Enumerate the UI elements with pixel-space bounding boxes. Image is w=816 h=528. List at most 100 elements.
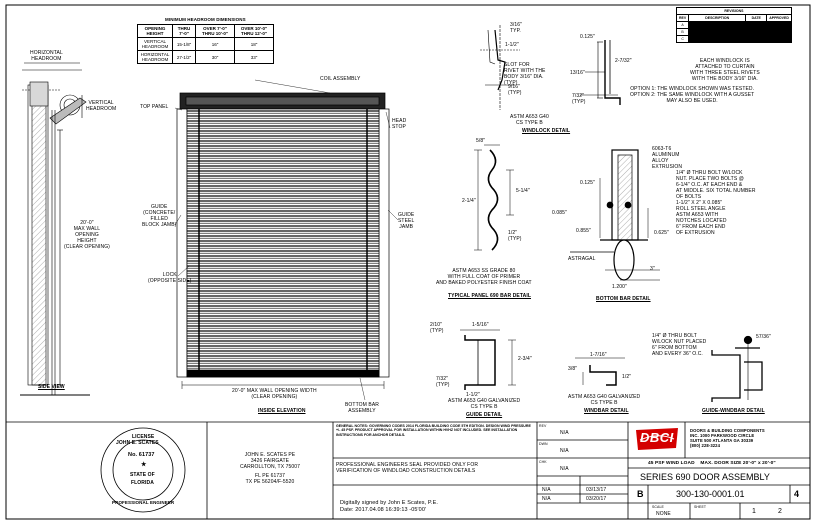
guide-windbar-figure xyxy=(711,335,763,402)
seal-star: ★ xyxy=(141,462,147,468)
revisions-head: DATE xyxy=(745,14,768,22)
bottom-bar-aluminum: 6063-T6 ALUMINUM ALLOY EXTRUSION xyxy=(652,146,683,170)
seal-note: PROFESSIONAL ENGINEERS SEAL PROVIDED ONL… xyxy=(336,462,479,474)
seal-bottom-text: PROFESSIONAL ENGINEER xyxy=(112,500,175,505)
sheet-label: SHEET xyxy=(694,505,707,509)
elevation-figure xyxy=(174,79,399,401)
panel-dim: 5/8" xyxy=(476,138,486,144)
guide-dim: 7/32" (TYP) xyxy=(436,376,450,388)
guide-dim: 2-3/4" xyxy=(518,356,532,362)
scale-label: SCALE xyxy=(652,505,664,509)
drawing-number: 300-130-0001.01 xyxy=(676,489,745,499)
headroom-table-col: THRU 7'-0" xyxy=(172,24,196,38)
bottom-bar-dim: 0.125" xyxy=(580,180,595,186)
dbci-logo-text: DBCI xyxy=(640,430,674,445)
sheet-value: 1 xyxy=(752,508,756,515)
bottom-bar-dim: 1.200" xyxy=(612,284,627,290)
guide-windbar-dim: 57/36" xyxy=(756,334,771,340)
dbci-logo: DBCI xyxy=(634,426,680,452)
windlock-dim: 7/32" (TYP) xyxy=(572,93,586,105)
guide-windbar-caption: GUIDE-WINDBAR DETAIL xyxy=(702,408,765,414)
windbar-caption: WINDBAR DETAIL xyxy=(584,408,629,414)
guide-right-label: GUIDE STEEL JAMB xyxy=(398,212,415,230)
tb-row-value: N/A xyxy=(542,487,551,493)
engineer-line: 3426 FAIRGATE xyxy=(250,458,290,464)
bottom-bar-dim: 3" xyxy=(650,266,655,272)
headroom-table-title: MINIMUM HEADROOM DIMENSIONS xyxy=(165,17,246,22)
windlock-dim: 1-1/2" xyxy=(505,42,519,48)
guide-dim: 1-5/16" xyxy=(472,322,489,328)
width-label: 20'-0" MAX WALL OPENING WIDTH (CLEAR OPE… xyxy=(232,388,317,400)
title-block-lines xyxy=(6,421,810,519)
engineer-line: CARROLLTON, TX 75007 xyxy=(239,464,301,470)
windlock-dim: 2-7/32" xyxy=(615,58,632,64)
load-info: 45 PSF WIND LOAD MAX. DOOR SIZE 20'-0" x… xyxy=(648,461,776,466)
guide-windbar-bolt: 1/4" Ø THRU BOLT W/LOCK NUT PLACED 6" FR… xyxy=(652,333,707,357)
engineer-line: JOHN E. SCATES PE xyxy=(244,452,296,458)
windlock-dim: 9/16" (TYP) xyxy=(508,84,522,96)
tb-row-date: 03/20/17 xyxy=(586,496,607,502)
guide-spec: ASTM A653 G40 GALVANIZED CS TYPE B xyxy=(448,398,521,410)
headroom-cell: 27-1/2" xyxy=(172,50,196,64)
headroom-row-label: HORIZONTAL HEADROOM xyxy=(137,50,173,64)
windlock-note2: OPTION 1: THE WINDLOCK SHOWN WAS TESTED.… xyxy=(630,86,755,104)
guide-dim: 1-1/2" xyxy=(466,392,480,398)
engineer-line: TX PE 56204/F-5520 xyxy=(245,479,295,485)
seal-state-1: STATE OF xyxy=(130,472,155,478)
revisions-head: DESCRIPTION xyxy=(688,14,747,22)
windbar-spec: ASTM A653 G40 GALVANIZED CS TYPE B xyxy=(568,394,641,406)
headroom-cell: 18" xyxy=(234,37,274,51)
bottom-bar-caption: BOTTOM BAR DETAIL xyxy=(596,296,651,302)
headroom-cell: 16" xyxy=(195,37,235,51)
headroom-cell: 15-1/8" xyxy=(172,37,196,51)
headroom-table-col-head: OPENING HEIGHT xyxy=(137,24,173,38)
windlock-dim: 13/16" xyxy=(570,70,585,76)
horizontal-headroom-label: HORIZONTAL HEADROOM xyxy=(30,50,63,62)
head-stop-label: HEAD STOP xyxy=(392,118,407,130)
guide-figure xyxy=(460,329,516,390)
side-view-caption: SIDE VIEW xyxy=(38,384,65,390)
bottom-bar-dim: 0.855" xyxy=(576,228,591,234)
revision-number: 4 xyxy=(794,489,800,499)
windbar-dim: 3/8" xyxy=(568,366,578,372)
seal-state-2: FLORIDA xyxy=(131,480,154,486)
sheet-of-value: 2 xyxy=(778,508,782,515)
signature: Digitally signed by John E Scates, P.E. … xyxy=(340,500,438,513)
chk-label: CHK xyxy=(539,460,547,464)
guide-left-label: GUIDE (CONCRETE/ FILLED BLOCK JAMB) xyxy=(142,204,177,228)
general-notes: GENERAL NOTES: GOVERNING CODES 2014 FLOR… xyxy=(336,424,531,437)
scale-value: NONE xyxy=(656,511,671,517)
drawing-title: SERIES 690 DOOR ASSEMBLY xyxy=(640,472,770,482)
bottom-bar-label: BOTTOM BAR ASSEMBLY xyxy=(345,402,379,414)
tb-row-date: 03/13/17 xyxy=(586,487,607,493)
seal-license: No. 61737 xyxy=(128,452,155,458)
guide-dim: 2/10" (TYP) xyxy=(430,322,444,334)
company-info: DOORS & BUILDING COMPONENTS INC. 1000 PA… xyxy=(690,428,765,448)
coil-assembly-label: COIL ASSEMBLY xyxy=(320,76,361,82)
revisions-cell: A xyxy=(675,21,690,29)
headroom-cell: 33" xyxy=(234,50,274,64)
panel-dim: 2-1/4" xyxy=(462,198,476,204)
panel-caption: TYPICAL PANEL 690 BAR DETAIL xyxy=(448,293,531,299)
windlock-note1: EACH WINDLOCK IS ATTACHED TO CURTAIN WIT… xyxy=(690,58,760,82)
dwn-value: N/A xyxy=(560,448,569,454)
rev-value: N/A xyxy=(560,430,569,436)
tb-row-value: N/A xyxy=(542,496,551,502)
revisions-cell: B xyxy=(675,28,690,36)
bottom-bar-dim: 0.625" xyxy=(654,230,669,236)
bottom-bar-figure xyxy=(570,149,660,281)
dwn-label: DWN xyxy=(539,442,548,446)
headroom-table-col: OVER 7'-0" THRU 10'-0" xyxy=(195,24,235,38)
windlock-dim: 3/16" TYP. xyxy=(510,22,523,34)
dbci-logo-shape xyxy=(636,428,678,450)
vertical-headroom-label: VERTICAL HEADROOM xyxy=(86,100,117,112)
panel-dim: 1/2" (TYP) xyxy=(508,230,522,242)
top-panel-label: TOP PANEL xyxy=(140,104,169,110)
bottom-bar-angle: 1-1/2" X 2" X 0.085" ROLL STEEL ANGLE AS… xyxy=(676,200,727,236)
engineer-block: JOHN E. SCATES PE 3426 FAIRGATE CARROLLT… xyxy=(214,452,326,485)
bottom-bar-dim: 0.085" xyxy=(552,210,567,216)
wall-height-label: 20'-0" MAX WALL OPENING HEIGHT (CLEAR OP… xyxy=(64,220,110,250)
panel-dim: 5-1/4" xyxy=(516,188,530,194)
bottom-bar-astragal: ASTRAGAL xyxy=(568,256,596,262)
revisions-cell: C xyxy=(675,35,690,43)
